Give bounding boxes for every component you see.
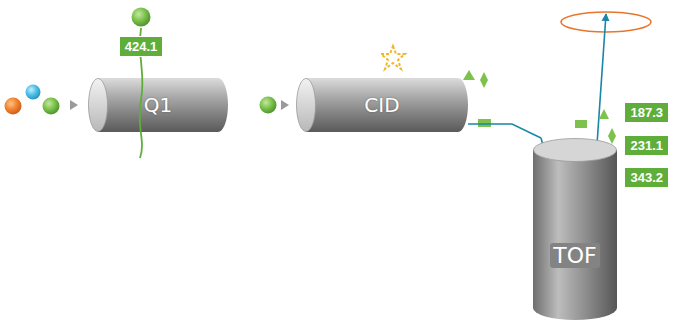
ion-ball [5,98,22,115]
cylinder-face [297,79,316,132]
mass-tag: 343.2 [624,167,669,188]
instrument-cylinder: TOF [533,138,617,320]
cylinder-body [533,150,617,320]
stage-name: TOF [550,243,599,268]
fragment-rect [575,120,587,128]
ion-beam [468,124,541,138]
cylinder-face [89,79,108,132]
mass-value: 343.2 [630,170,663,185]
mass-tag: 231.1 [624,135,669,156]
ion-ball [26,85,41,100]
mass-tag: 424.1 [119,36,164,57]
cylinder-face [534,139,617,162]
instrument-cylinder: Q1 [88,78,228,132]
instrument-cylinder: CID [296,78,468,132]
stage-name: Q1 [144,93,172,117]
mass-tag: 187.3 [624,102,669,123]
mass-value: 424.1 [125,39,158,54]
cylinder-body [98,78,228,132]
fragment-rect [478,119,491,127]
mass-value: 187.3 [630,105,663,120]
cylinder-shape [533,138,617,320]
fragment-diamond [480,72,488,88]
flow-triangle [281,100,289,110]
ion-path [140,28,143,158]
fragment-diamond [608,128,616,144]
stage-name: CID [364,93,399,117]
collision-star [381,46,405,69]
ion-ball [132,8,151,27]
ion-ball [43,98,60,115]
flow-triangle [70,100,78,110]
fragment-triangle [599,109,609,119]
cylinder-body [306,78,468,132]
mass-value: 231.1 [630,138,663,153]
ion-ball [260,97,277,114]
fragment-triangle [463,70,475,80]
